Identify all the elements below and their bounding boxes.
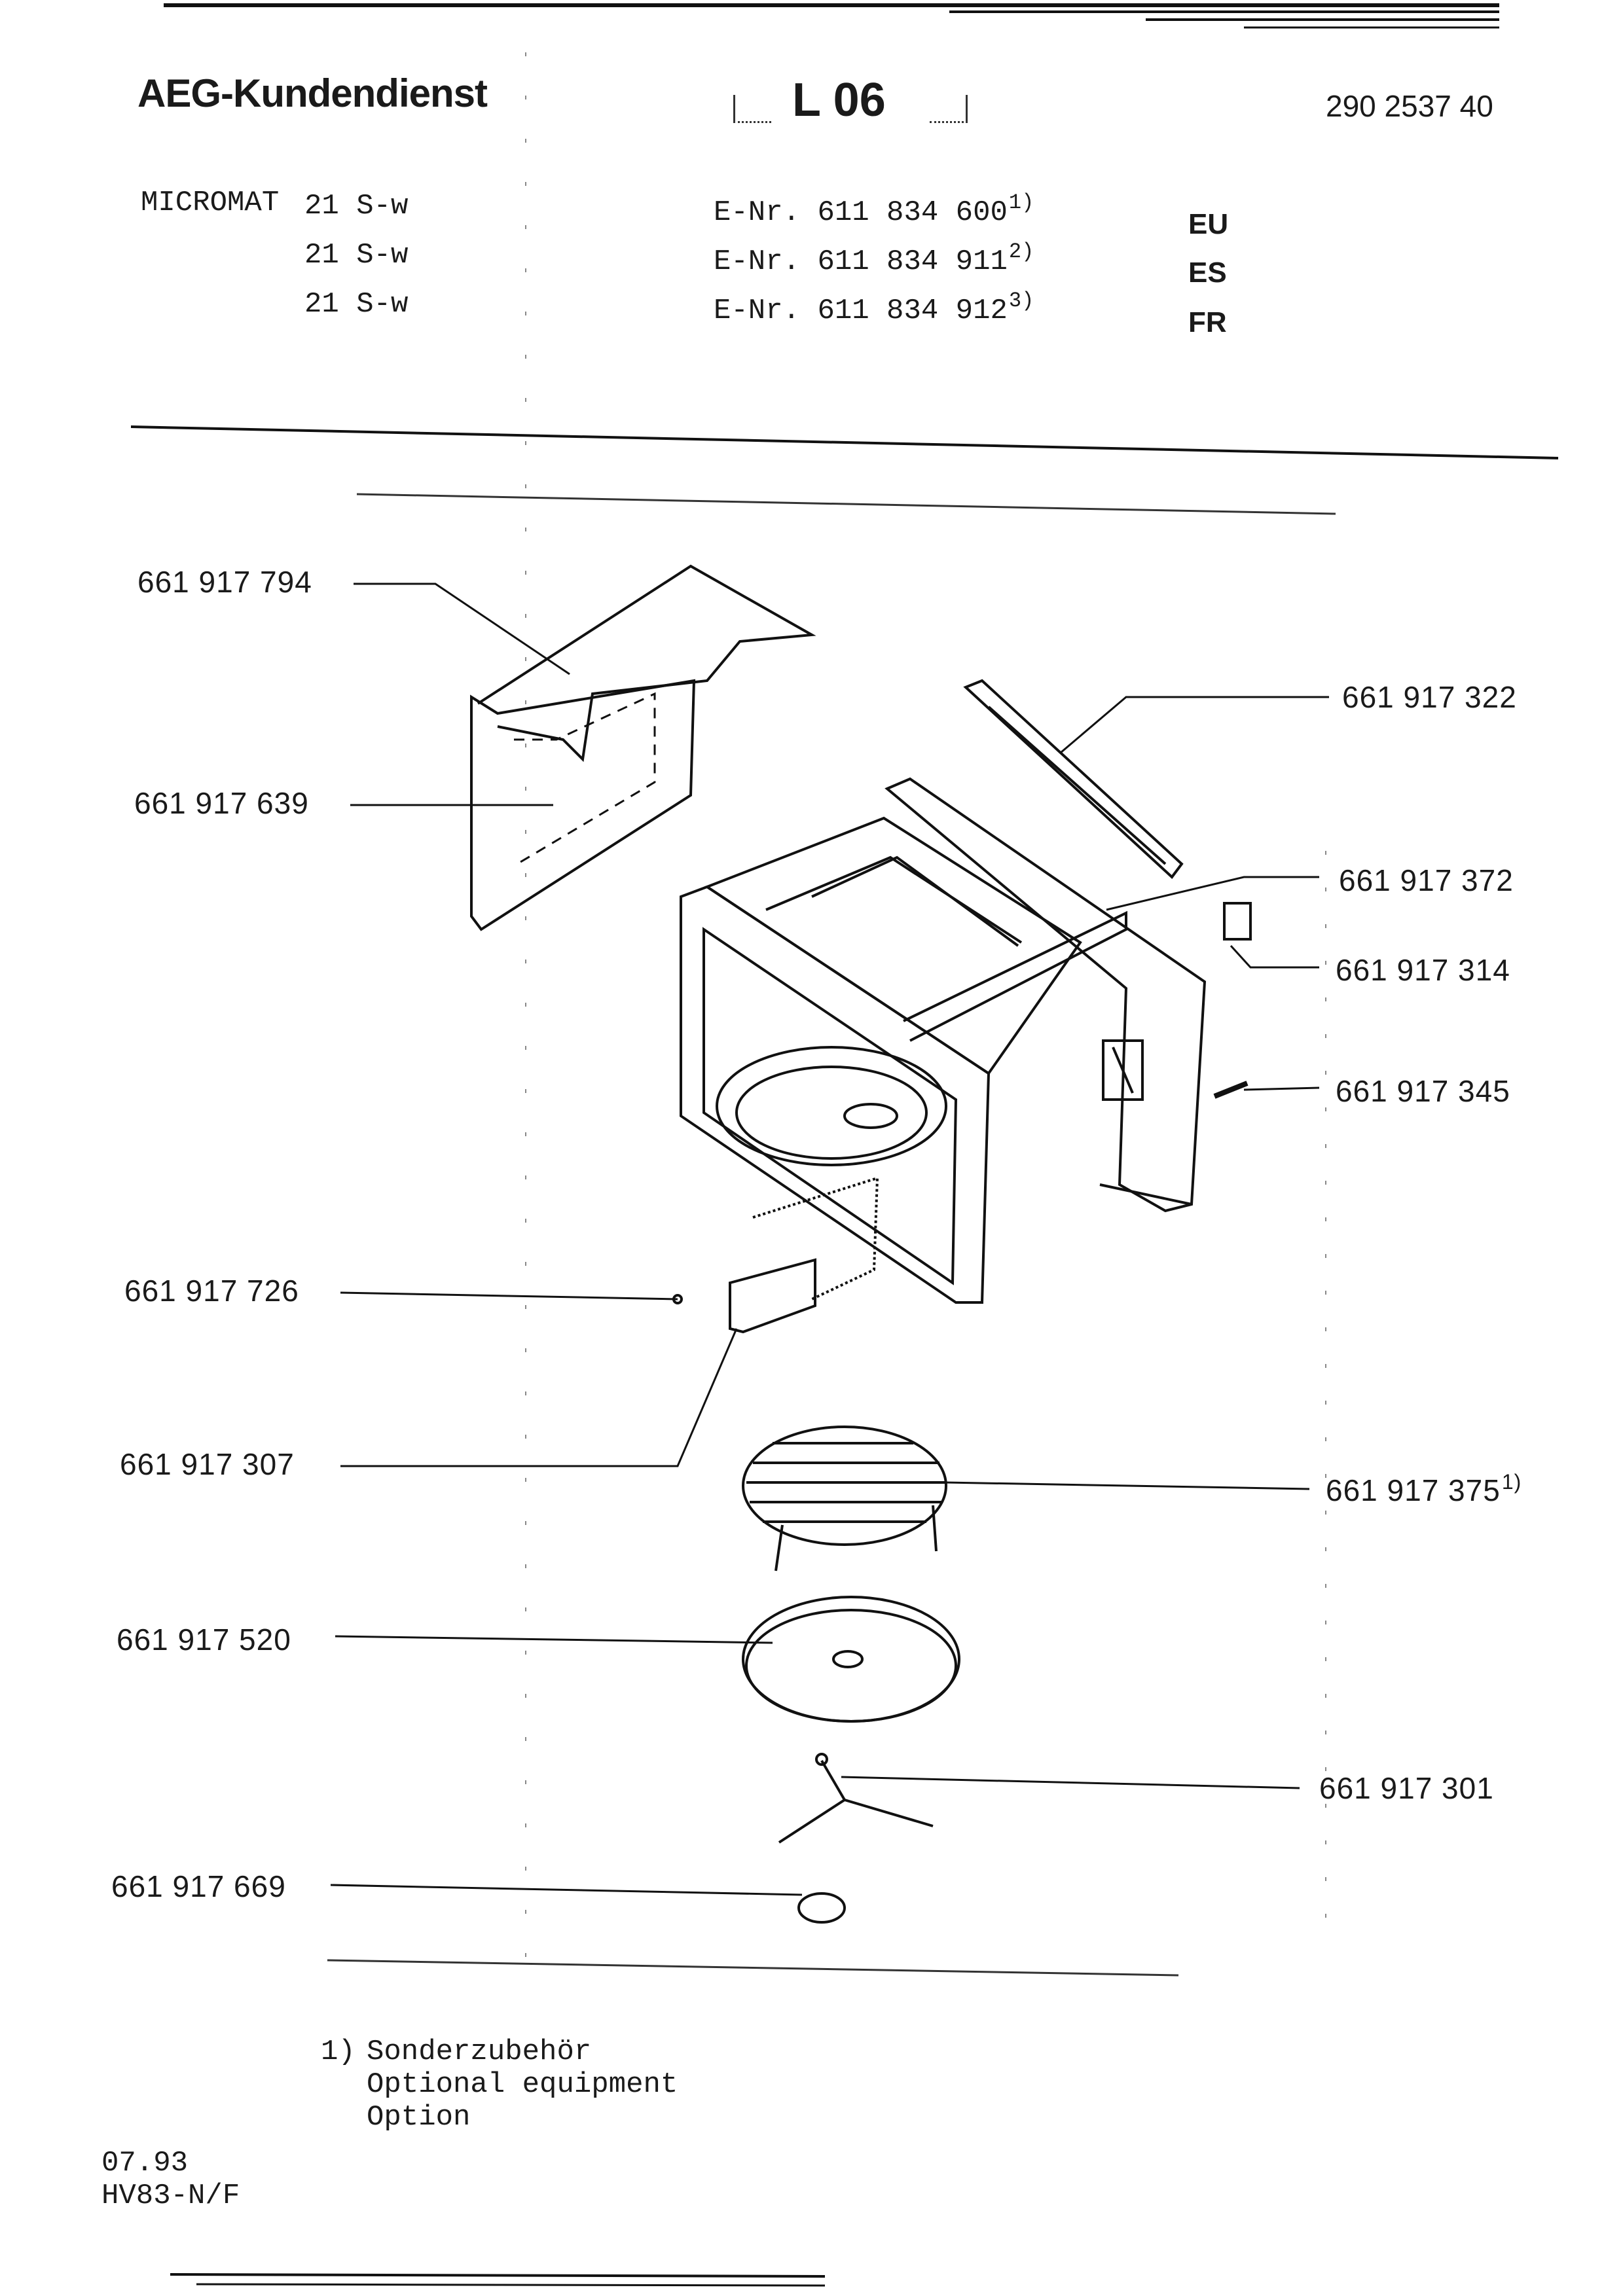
rear-rail-part: [963, 679, 1184, 879]
enr-number: 611 834 911: [817, 245, 1008, 278]
drawing-bottom-rule: [327, 1959, 1179, 1977]
part-number-label: 661 917 314: [1336, 953, 1510, 987]
part-number-label: 661 917 520: [117, 1623, 291, 1657]
enr-number: 611 834 600: [817, 196, 1008, 229]
enr-footnote: 2): [1008, 240, 1034, 264]
part-number-label: 661 917 307: [120, 1447, 295, 1481]
part-number-label: 661 917 345: [1336, 1074, 1510, 1108]
code-bracket-right: [930, 95, 968, 123]
country-code: EU: [1188, 208, 1229, 240]
wire-rack-part: [742, 1426, 947, 1571]
part-number-label: 661 917 372: [1339, 863, 1514, 897]
top-rules: [164, 3, 1499, 29]
footnote-marker: 1): [321, 2036, 356, 2068]
enr-label: E-Nr.: [714, 295, 801, 327]
enr-row: E-Nr. 611 834 9123): [714, 289, 1034, 327]
enr-label: E-Nr.: [714, 245, 801, 278]
footnote-line: Optional equipment: [367, 2068, 678, 2101]
leader-lines-right: [841, 696, 1329, 1789]
enr-footnote: 1): [1008, 190, 1034, 215]
coupler-part: [797, 1892, 846, 1924]
footnote-line: Option: [367, 2101, 471, 2134]
side-panel-part: [470, 679, 696, 931]
footer-code: HV83-N/F: [101, 2179, 240, 2212]
drawing-top-rule: [356, 493, 1336, 515]
code-bracket-left: [733, 95, 771, 123]
leader-lines-left: [330, 583, 803, 1896]
brand-title: AEG-Kundendienst: [137, 71, 488, 115]
footer-date: 07.93: [101, 2147, 189, 2179]
glass-tray-part: [742, 1596, 960, 1723]
enr-label: E-Nr.: [714, 196, 801, 229]
enr-row: E-Nr. 611 834 9112): [714, 240, 1034, 278]
oven-cavity-assembly: [680, 777, 1252, 1304]
header-divider: [130, 425, 1559, 459]
part-number-label: 661 917 3751): [1326, 1470, 1522, 1508]
footnote-line: Sonderzubehör: [367, 2036, 592, 2068]
part-number-label: 661 917 794: [137, 565, 312, 599]
part-number-label: 661 917 639: [134, 786, 309, 820]
model-variant: 21 S-w: [304, 190, 409, 223]
roller-support-part: [778, 1753, 934, 1844]
model-variant: 21 S-w: [304, 239, 409, 272]
part-number-label: 661 917 322: [1342, 680, 1517, 714]
model-variant: 21 S-w: [304, 288, 409, 321]
enr-row: E-Nr. 611 834 6001): [714, 190, 1034, 229]
country-code: FR: [1188, 306, 1227, 338]
part-number-label: 661 917 726: [124, 1274, 299, 1308]
part-number: 661 917 375: [1326, 1473, 1501, 1507]
model-name: MICROMAT: [141, 187, 280, 219]
part-footnote: 1): [1501, 1470, 1522, 1494]
part-number-label: 661 917 669: [111, 1869, 286, 1903]
waveguide-plate-part: [672, 1176, 879, 1334]
enr-number: 611 834 912: [817, 295, 1008, 327]
cover-panel-part: [477, 564, 816, 762]
enr-footnote: 3): [1008, 289, 1034, 313]
country-code: ES: [1188, 257, 1227, 289]
document-number: 290 2537 40: [1326, 89, 1493, 123]
part-number-label: 661 917 301: [1319, 1771, 1494, 1805]
document-code: L 06: [792, 74, 886, 126]
